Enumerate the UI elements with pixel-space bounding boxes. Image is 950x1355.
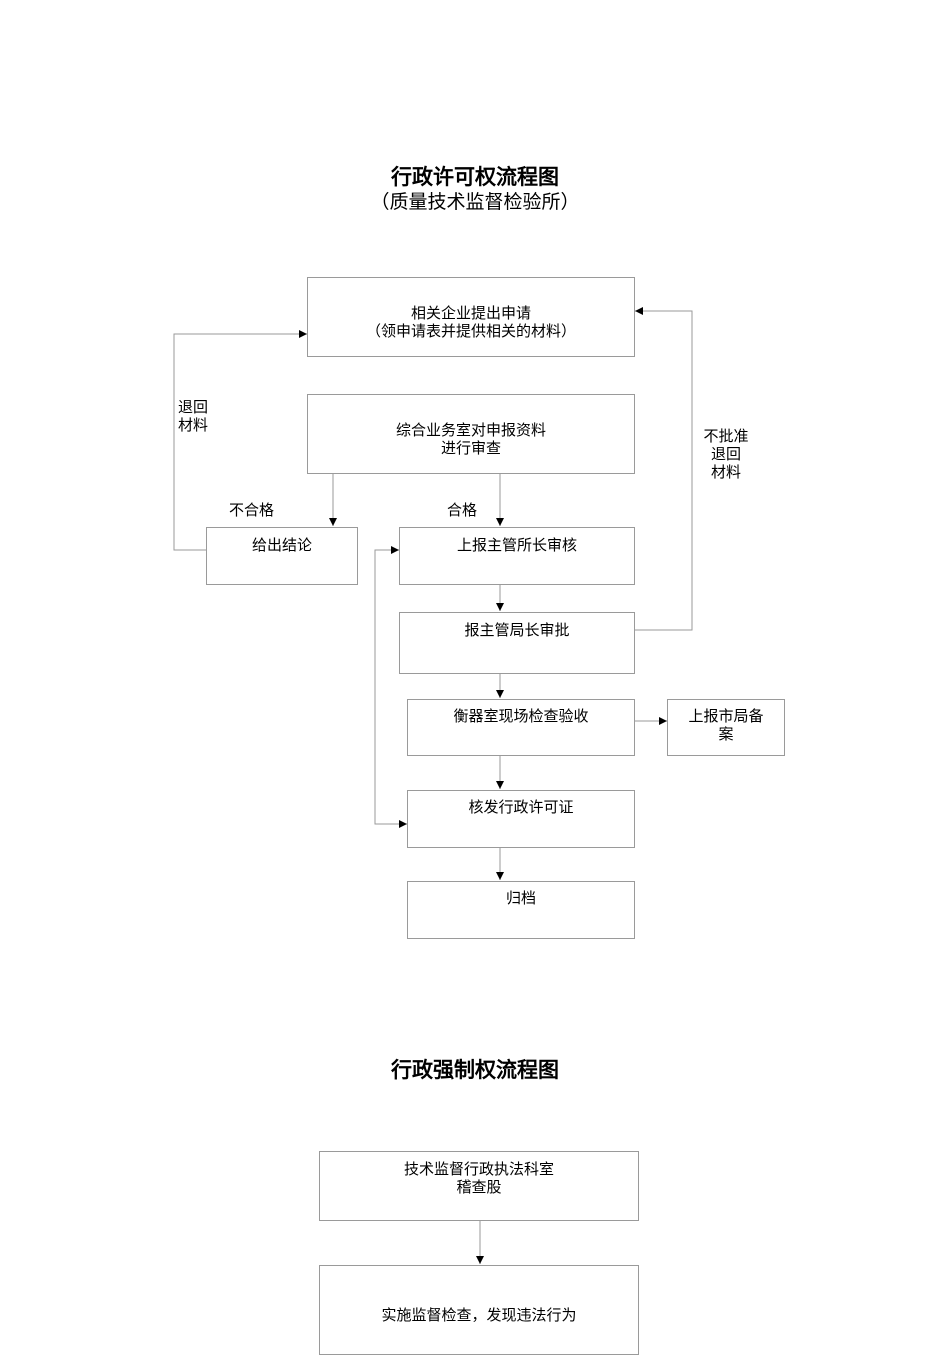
- director-issue-bracket: [374, 549, 407, 828]
- review-line-1: 综合业务室对申报资料: [395, 421, 546, 439]
- reject-right-line-3: 材料: [710, 463, 741, 481]
- conclusion-node: 给出结论: [206, 527, 358, 585]
- return-left-line-1: 退回: [177, 398, 208, 416]
- reject-right-line-1: 不批准: [703, 427, 749, 445]
- dept-line-1: 技术监督行政执法科室: [403, 1160, 554, 1178]
- issue-line-1: 核发行政许可证: [468, 798, 574, 816]
- conclusion-line-1: 给出结论: [251, 536, 312, 554]
- filing-node: 上报市局备 案: [667, 699, 785, 756]
- return-left-label: 退回 材料: [176, 398, 210, 434]
- apply-line-2: （领申请表并提供相关的材料）: [365, 322, 576, 340]
- permit-subtitle: （质量技术监督检验所）: [370, 191, 580, 213]
- return-left-connector: [173, 330, 307, 551]
- archive-line-1: 归档: [505, 889, 536, 907]
- filing-line-2: 案: [718, 725, 734, 743]
- archive-node: 归档: [407, 881, 635, 939]
- reject-right-connector: [634, 307, 693, 631]
- filing-line-1: 上报市局备: [688, 707, 764, 725]
- unqualified-label: 不合格: [229, 501, 275, 519]
- review-node: 综合业务室对申报资料 进行审查: [307, 394, 635, 474]
- return-left-line-2: 材料: [177, 416, 208, 434]
- issue-node: 核发行政许可证: [407, 790, 635, 848]
- bureau-line-1: 报主管局长审批: [464, 621, 570, 639]
- inspect-node: 衡器室现场检查验收: [407, 699, 635, 756]
- review-line-2: 进行审查: [440, 439, 501, 457]
- apply-node: 相关企业提出申请 （领申请表并提供相关的材料）: [307, 277, 635, 357]
- reject-right-label: 不批准 退回 材料: [700, 427, 752, 481]
- reject-right-line-2: 退回: [710, 445, 741, 463]
- director-line-1: 上报主管所长审核: [456, 536, 577, 554]
- permit-title: 行政许可权流程图: [391, 164, 559, 189]
- dept-node: 技术监督行政执法科室 稽查股: [319, 1151, 639, 1221]
- director-node: 上报主管所长审核: [399, 527, 635, 585]
- check-line-1: 实施监督检查，发现违法行为: [381, 1306, 577, 1324]
- apply-line-1: 相关企业提出申请: [410, 304, 531, 322]
- bureau-node: 报主管局长审批: [399, 612, 635, 674]
- inspect-line-1: 衡器室现场检查验收: [453, 707, 589, 725]
- enforce-title: 行政强制权流程图: [391, 1057, 559, 1082]
- check-node: 实施监督检查，发现违法行为: [319, 1265, 639, 1355]
- dept-line-2: 稽查股: [456, 1178, 502, 1196]
- qualified-label: 合格: [447, 501, 478, 519]
